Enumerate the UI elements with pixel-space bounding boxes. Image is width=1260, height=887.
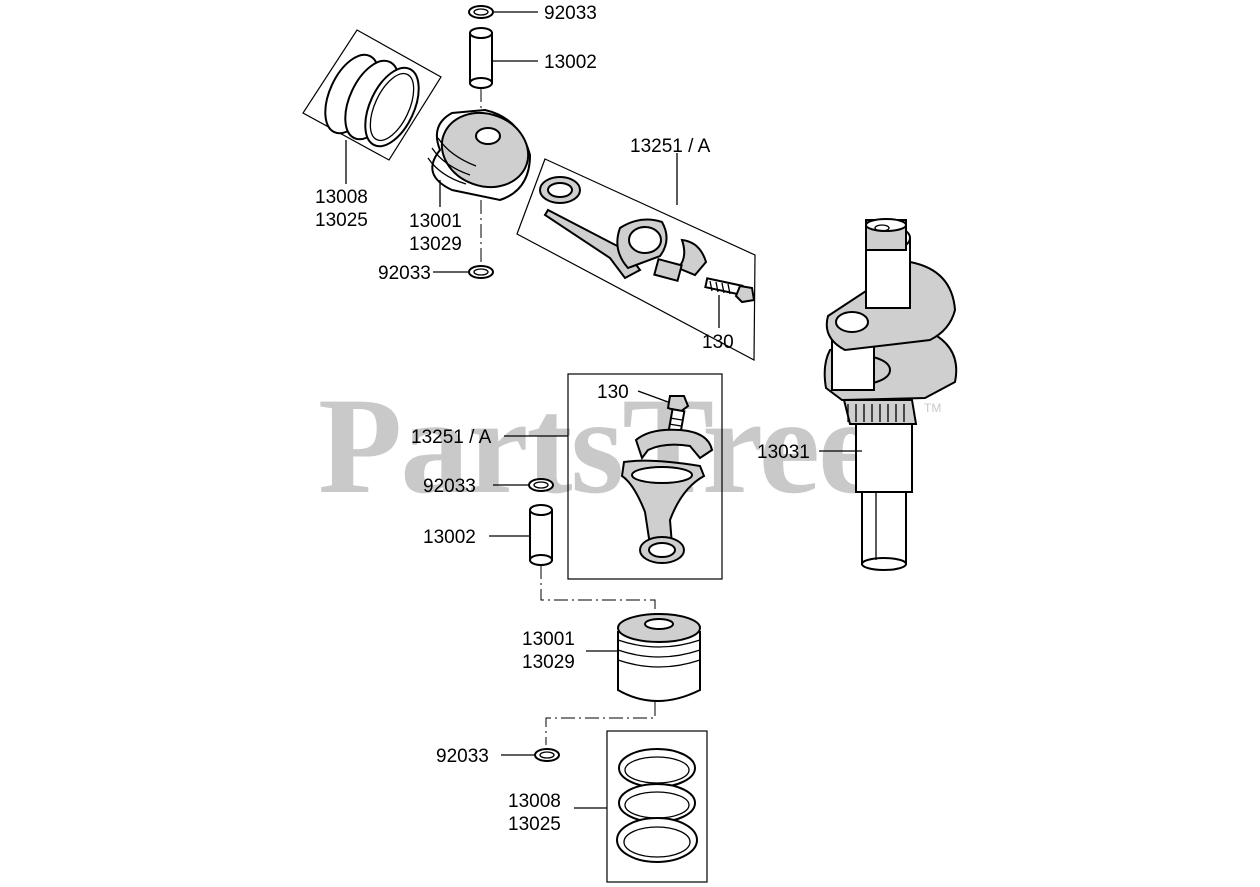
label-130-top: 130 bbox=[702, 332, 734, 353]
label-13251a-top: 13251 / A bbox=[630, 136, 711, 157]
label-13029-top: 13029 bbox=[409, 234, 462, 255]
label-13029-bottom: 13029 bbox=[522, 652, 575, 673]
crankshaft-part bbox=[823, 218, 958, 571]
piston-pin-top-part bbox=[469, 27, 493, 89]
watermark-trademark: TM bbox=[924, 401, 941, 415]
label-92033-bottom: 92033 bbox=[436, 746, 489, 767]
watermark-text: PartsTree bbox=[318, 369, 877, 522]
piston-rings-top-part bbox=[324, 53, 420, 148]
label-92033-top: 92033 bbox=[544, 3, 597, 24]
snap-ring-top-part bbox=[468, 5, 494, 19]
label-13008-top: 13008 bbox=[315, 187, 368, 208]
label-13251a-mid: 13251 / A bbox=[411, 427, 492, 448]
snap-ring-bottom-part bbox=[534, 748, 560, 762]
piston-pin-mid-part bbox=[529, 504, 553, 566]
connecting-rod-mid-part bbox=[620, 428, 714, 564]
label-13008-bottom: 13008 bbox=[508, 791, 561, 812]
piston-rings-bottom-part bbox=[616, 748, 698, 863]
label-13031: 13031 bbox=[757, 442, 810, 463]
label-13002-mid: 13002 bbox=[423, 527, 476, 548]
connecting-rod-top-part bbox=[539, 176, 708, 283]
snap-ring-top-lower-part bbox=[468, 265, 494, 279]
label-13002-top: 13002 bbox=[544, 52, 597, 73]
snap-ring-mid-part bbox=[528, 478, 554, 492]
label-130-mid: 130 bbox=[597, 382, 629, 403]
label-13025-bottom: 13025 bbox=[508, 814, 561, 835]
label-13001-top: 13001 bbox=[409, 211, 462, 232]
piston-top-part bbox=[427, 108, 532, 202]
label-92033-top-lower: 92033 bbox=[378, 263, 431, 284]
rod-bolt-top-part bbox=[704, 277, 756, 304]
label-13001-bottom: 13001 bbox=[522, 629, 575, 650]
piston-bottom-part bbox=[617, 613, 701, 702]
label-92033-mid: 92033 bbox=[423, 476, 476, 497]
label-13025-top: 13025 bbox=[315, 210, 368, 231]
